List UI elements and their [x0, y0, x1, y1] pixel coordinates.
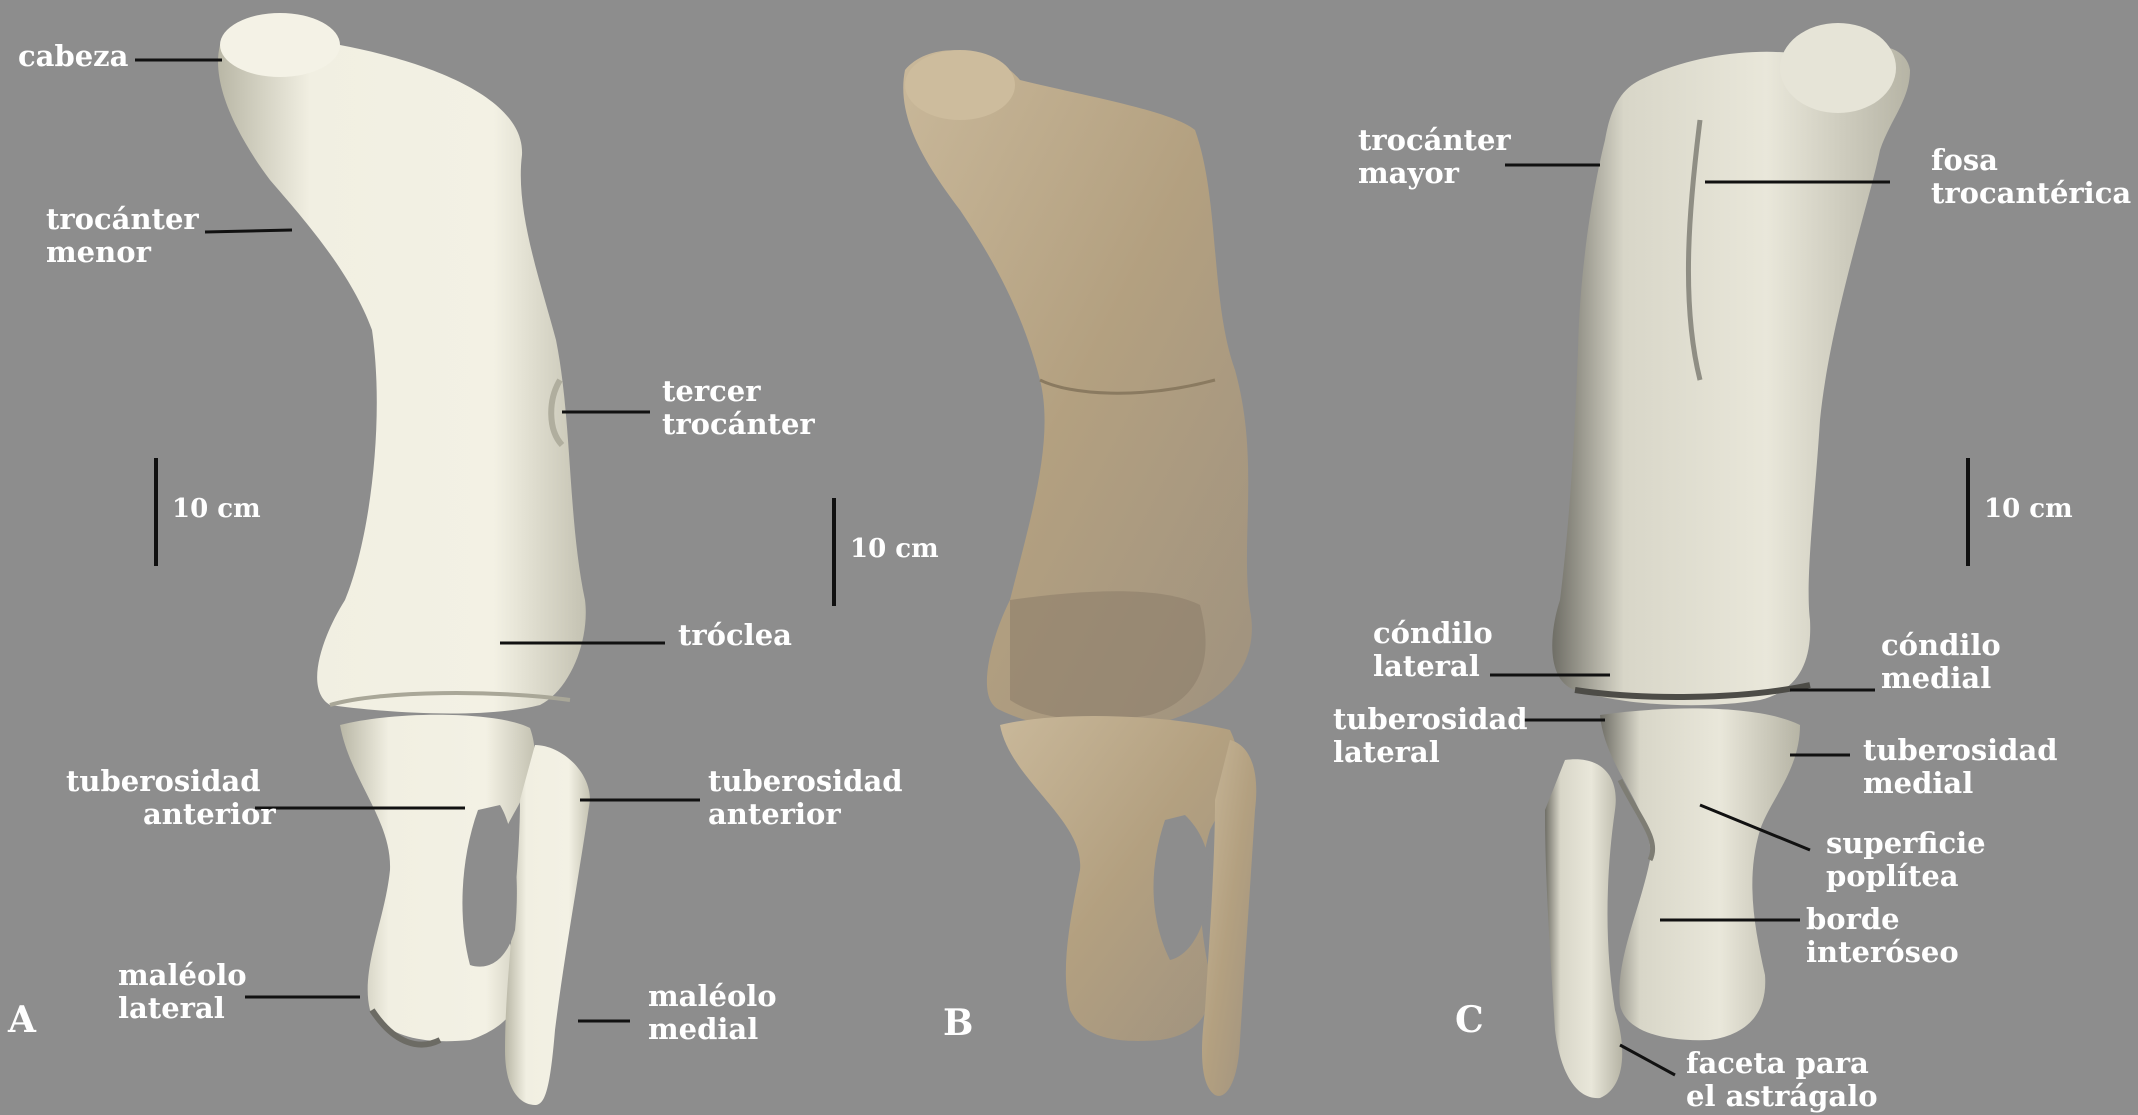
- scale-bar-label: 10 cm: [172, 494, 261, 524]
- label-line-2: trocantérica: [1931, 176, 2131, 210]
- label-line-1: maléolo: [648, 979, 777, 1013]
- panel-letter-b: B: [943, 1005, 973, 1041]
- label-line-2: lateral: [1333, 735, 1440, 769]
- femur-model-a: [218, 13, 586, 714]
- label-maleolo-medial: maléolo medial: [648, 980, 777, 1046]
- label-trocanter-mayor: trocánter mayor: [1358, 124, 1511, 190]
- femur-model-c: [1552, 23, 1910, 705]
- label-line-2: anterior: [66, 797, 276, 831]
- label-line-2: medial: [648, 1012, 758, 1046]
- label-line-1: cóndilo: [1373, 616, 1493, 650]
- label-condilo-lateral: cóndilo lateral: [1373, 617, 1493, 683]
- label-line-2: lateral: [118, 991, 225, 1025]
- label-faceta-astragalo: faceta para el astrágalo: [1686, 1047, 1878, 1113]
- label-tuberosidad-medial: tuberosidad medial: [1863, 734, 2058, 800]
- label-troclea: tróclea: [678, 619, 792, 652]
- label-line-1: cóndilo: [1881, 628, 2001, 662]
- label-tuberosidad-anterior-right: tuberosidad anterior: [708, 765, 903, 831]
- label-superficie-poplitea: superficie poplítea: [1826, 827, 1986, 893]
- tibia-fossil-b: [1000, 716, 1256, 1096]
- scale-bar-label: 10 cm: [850, 534, 939, 564]
- scale-bar-label: 10 cm: [1984, 494, 2073, 524]
- femur-fossil-b: [903, 50, 1252, 729]
- label-line-2: lateral: [1373, 649, 1480, 683]
- label-cabeza-text: cabeza: [18, 39, 128, 73]
- label-line-2: mayor: [1358, 156, 1459, 190]
- tibia-model-c: [1545, 708, 1800, 1098]
- label-line-1: trocánter: [46, 202, 199, 236]
- label-trocanter-menor: trocánter menor: [46, 203, 199, 269]
- label-line-2: el astrágalo: [1686, 1079, 1878, 1113]
- tibia-model-a: [340, 715, 590, 1105]
- label-line-1: tuberosidad: [1333, 702, 1528, 736]
- label-line-1: borde: [1806, 902, 1900, 936]
- label-line-2: medial: [1881, 661, 1991, 695]
- label-line-1: trocánter: [1358, 123, 1511, 157]
- label-line-1: faceta para: [1686, 1046, 1869, 1080]
- label-fosa-trocanterica: fosa trocantérica: [1931, 144, 2131, 210]
- label-tuberosidad-lateral: tuberosidad lateral: [1333, 703, 1528, 769]
- label-cabeza: cabeza: [18, 40, 128, 73]
- label-line-2: poplítea: [1826, 859, 1959, 893]
- label-line-1: tuberosidad: [66, 764, 261, 798]
- label-condilo-medial: cóndilo medial: [1881, 629, 2001, 695]
- label-line-1: tuberosidad: [1863, 733, 2058, 767]
- label-line-2: medial: [1863, 766, 1973, 800]
- panel-letter-a: A: [8, 1002, 36, 1038]
- label-line-2: anterior: [708, 797, 841, 831]
- panel-letter-c: C: [1455, 1002, 1484, 1038]
- label-line-1: tercer: [662, 374, 761, 408]
- label-line-1: superficie: [1826, 826, 1986, 860]
- label-maleolo-lateral: maléolo lateral: [118, 959, 247, 1025]
- scale-bar-line: [154, 458, 158, 566]
- scale-bar-line: [832, 498, 836, 606]
- scale-bar-line: [1966, 458, 1970, 566]
- label-line-1: fosa: [1931, 143, 1998, 177]
- label-line-1: tuberosidad: [708, 764, 903, 798]
- label-line-2: menor: [46, 235, 151, 269]
- label-tercer-trocanter: tercer trocánter: [662, 375, 815, 441]
- label-troclea-text: tróclea: [678, 618, 792, 652]
- label-tuberosidad-anterior-left: tuberosidad anterior: [66, 765, 276, 831]
- label-line-2: trocánter: [662, 407, 815, 441]
- label-borde-interoseo: borde interóseo: [1806, 903, 1959, 969]
- label-line-2: interóseo: [1806, 935, 1959, 969]
- label-line-1: maléolo: [118, 958, 247, 992]
